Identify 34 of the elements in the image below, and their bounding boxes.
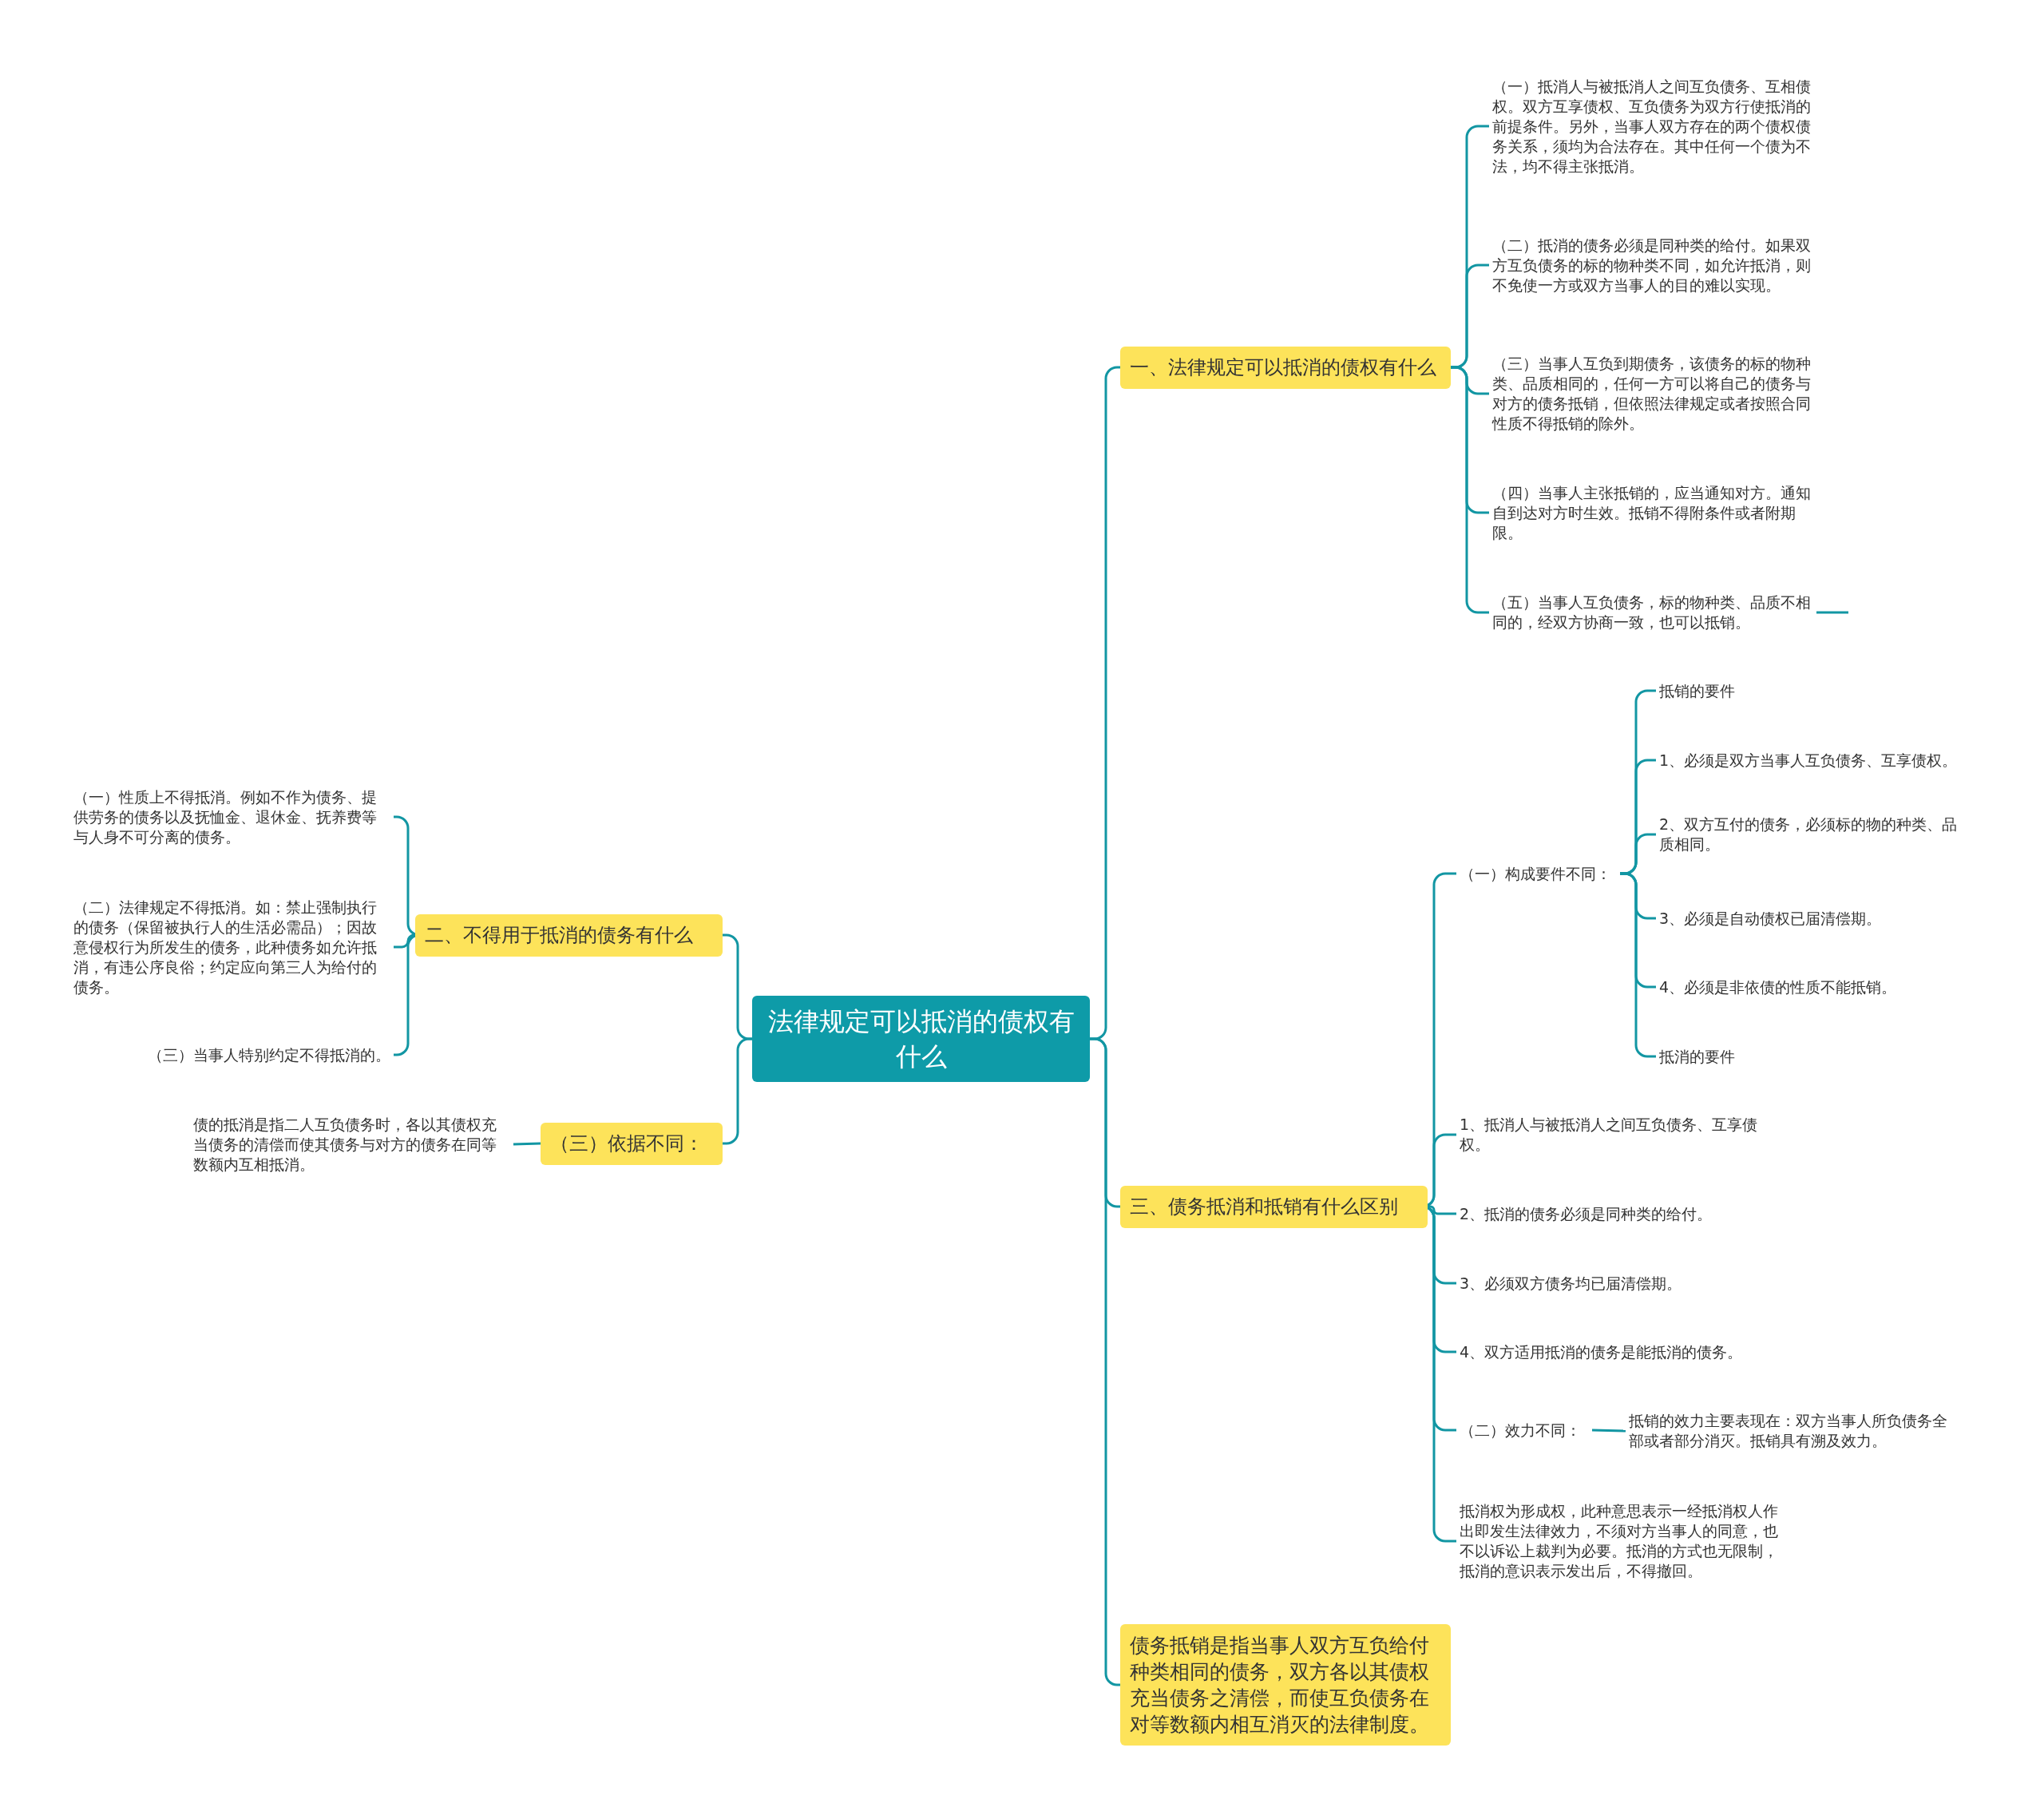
connector-line — [513, 1142, 541, 1146]
connector-line — [1428, 1205, 1456, 1215]
topic-box: 债务抵销是指当事人双方互负给付种类相同的债务，双方各以其债权充当债务之清偿，而使互负债务在对等数额内相互消灭的法律制度。 — [1120, 1624, 1451, 1746]
topic-text: （二）法律规定不得抵消。如：禁止强制执行的债务（保留被执行人的生活必需品）；因故意侵权行为所发生的债务，此种债务如允许抵消，有违公序良俗；约定应向第三人为给付的债务。 — [70, 895, 394, 999]
topic-text: （五）当事人互负债务，标的物种类、品质不相同的，经双方协商一致，也可以抵销。 — [1489, 591, 1816, 634]
topic-text: 4、双方适用抵消的债务是能抵消的债务。 — [1456, 1340, 1808, 1364]
topic-text: （二）抵消的债务必须是同种类的给付。如果双方互负债务的标的物种类不同，如允许抵消，则不免使一方或双方当事人的目的难以实现。 — [1489, 233, 1816, 297]
connector-line — [1591, 1429, 1626, 1433]
central-topic-box: 法律规定可以抵消的债权有什么 — [752, 996, 1090, 1082]
topic-text: 抵消权为形成权，此种意思表示一经抵消权人作出即发生法律效力，不须对方当事人的同意，也不以诉讼上裁判为必要。抵消的方式也无限制，抵消的意识表示发出后，不得撤回。 — [1456, 1500, 1784, 1583]
topic-text: 抵销的要件 — [1656, 679, 2007, 703]
topic-text: 2、抵消的债务必须是同种类的给付。 — [1456, 1202, 1808, 1226]
topic-text: 4、必须是非依债的性质不能抵销。 — [1656, 975, 2007, 999]
topic-text: （一）抵消人与被抵消人之间互负债务、互相债权。双方互享债权、互负债务为双方行使抵消的前提条件。另外，当事人双方存在的两个债权债务关系，须均为合法存在。其中任何一个债为不法，均不得主张抵消。 — [1489, 74, 1816, 178]
topic-text: 债的抵消是指二人互负债务时，各以其债权充当债务的清偿而使其债务与对方的债务在同等数额内互相抵消。 — [190, 1112, 513, 1176]
topic-box: 三、债务抵消和抵销有什么区别 — [1120, 1185, 1428, 1228]
topic-box: （三）依据不同： — [541, 1122, 723, 1165]
topic-text: 3、必须是自动债权已届清偿期。 — [1656, 906, 2007, 930]
topic-text: 3、必须双方债务均已届清偿期。 — [1456, 1271, 1808, 1295]
topic-text: 2、双方互付的债务，必须标的物的种类、品质相同。 — [1656, 813, 1975, 856]
topic-text: （三）当事人互负到期债务，该债务的标的物种类、品质相同的，任何一方可以将自己的债务与对方的债务抵销，但依照法律规定或者按照合同性质不得抵销的除外。 — [1489, 352, 1816, 435]
topic-text: 1、必须是双方当事人互负债务、互享债权。 — [1656, 748, 2007, 772]
connector-line — [394, 933, 416, 949]
topic-text: （四）当事人主张抵销的，应当通知对方。通知自到达对方时生效。抵销不得附条件或者附期限。 — [1489, 481, 1816, 545]
topic-text: （一）构成要件不同： — [1456, 862, 1620, 886]
topic-text: 抵消的要件 — [1656, 1044, 2007, 1068]
connector-line — [1816, 611, 1848, 614]
topic-text: 1、抵消人与被抵消人之间互负债务、互享债权。 — [1456, 1113, 1780, 1156]
topic-text: 抵销的效力主要表现在：双方当事人所负债务全部或者部分消灭。抵销具有溯及效力。 — [1626, 1409, 1957, 1452]
topic-box: 一、法律规定可以抵消的债权有什么 — [1120, 346, 1451, 389]
topic-box: 二、不得用于抵消的债务有什么 — [415, 913, 723, 957]
topic-text: （一）性质上不得抵消。例如不作为债务、提供劳务的债务以及抚恤金、退休金、抚养费等与人身不可分离的债务。 — [70, 785, 394, 849]
topic-text: （三）当事人特别约定不得抵消的。 — [70, 1043, 394, 1067]
topic-text: （二）效力不同： — [1456, 1418, 1592, 1442]
